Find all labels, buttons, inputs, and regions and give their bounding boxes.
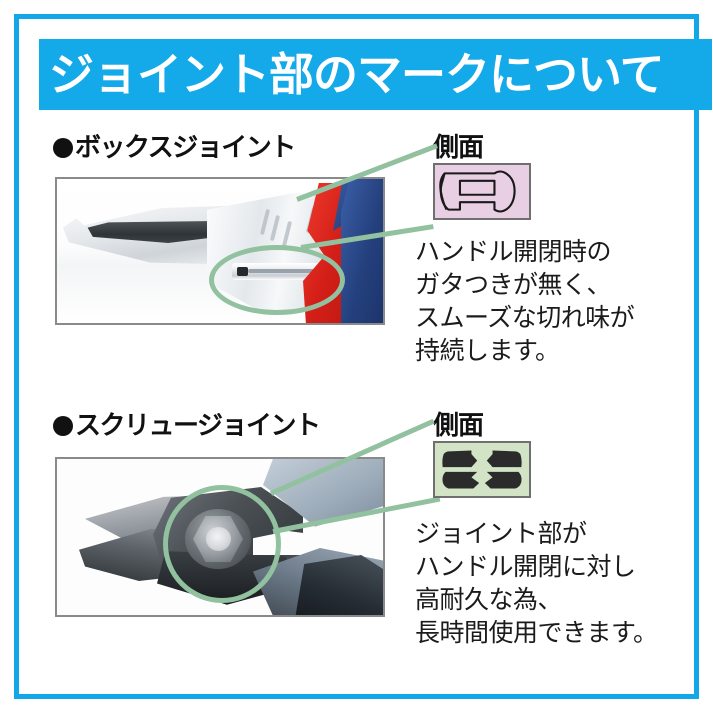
box-joint-plier-photo [55, 177, 385, 325]
bullet-dot-icon [53, 138, 73, 158]
box-joint-cross-section [433, 163, 531, 220]
section-heading-box-joint-label: ボックスジョイント [75, 133, 296, 163]
infographic-frame: ジョイント部のマークについて ボックスジョイント 側面 [14, 14, 712, 699]
section-heading-screw-joint: スクリュージョイント [53, 405, 321, 442]
nipper-grip-dark [295, 555, 383, 615]
page-title: ジョイント部のマークについて [49, 48, 665, 101]
joint-highlight-ellipse [209, 245, 345, 315]
plier-blue-grip [341, 179, 383, 323]
box-joint-shape-icon [439, 170, 516, 213]
side-view-label-screw-joint: 側面 [433, 411, 484, 441]
section-heading-box-joint: ボックスジョイント [53, 127, 296, 164]
description-screw-joint: ジョイント部が ハンドル開閉に対し 高耐久な為、 長時間使用できます。 [415, 519, 658, 647]
description-box-joint: ハンドル開閉時の ガタつきが無く、 スムーズな切れ味が 持続します。 [415, 237, 635, 365]
section-heading-screw-joint-label: スクリュージョイント [75, 411, 321, 441]
plier-cutting-blade [87, 221, 215, 243]
title-band: ジョイント部のマークについて [39, 39, 712, 110]
screw-joint-shape-icon [442, 450, 522, 489]
side-view-label-box-joint: 側面 [433, 133, 484, 163]
bullet-dot-icon [53, 416, 73, 436]
screw-joint-nipper-photo [55, 457, 385, 617]
joint-highlight-circle [163, 485, 281, 603]
screw-joint-cross-section [433, 441, 531, 498]
